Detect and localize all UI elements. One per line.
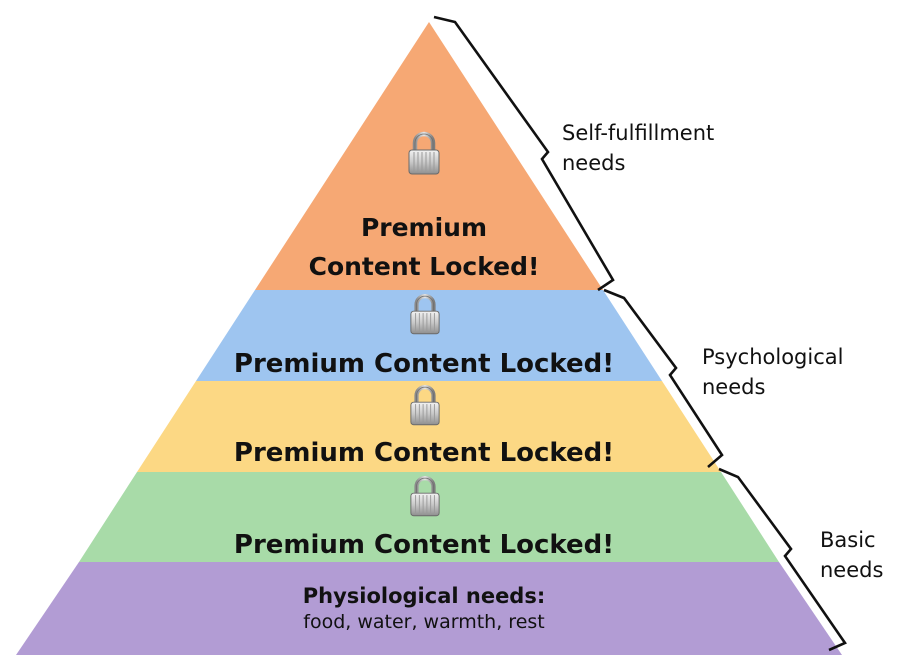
bracket-self-fulfillment-label-line2: needs	[562, 151, 625, 175]
bracket-self-fulfillment	[433, 15, 615, 292]
tier-safety-label: Premium Content Locked!	[234, 530, 614, 560]
tier-self-fulfillment-label-line1: Premium	[361, 213, 487, 242]
tier-esteem-label: Premium Content Locked!	[234, 349, 614, 379]
tier-belongingness-label: Premium Content Locked!	[234, 438, 614, 468]
bracket-psychological	[603, 288, 724, 468]
bracket-basic-label-line2: needs	[820, 558, 883, 582]
tier-esteem	[196, 290, 662, 381]
tier-physiological	[16, 562, 842, 655]
bracket-basic	[718, 467, 847, 652]
tier-belongingness	[137, 381, 721, 472]
tier-self-fulfillment-label-line2: Content Locked!	[309, 252, 540, 281]
tier-physiological-title: Physiological needs:	[303, 584, 546, 608]
tier-safety	[79, 472, 779, 562]
tier-physiological-subtitle: food, water, warmth, rest	[303, 611, 544, 633]
bracket-psychological-label-line1: Psychological	[702, 345, 843, 369]
bracket-basic-label-line1: Basic	[820, 528, 876, 552]
bracket-psychological-label-line2: needs	[702, 375, 765, 399]
bracket-self-fulfillment-label-line1: Self-fulfillment	[562, 121, 714, 145]
